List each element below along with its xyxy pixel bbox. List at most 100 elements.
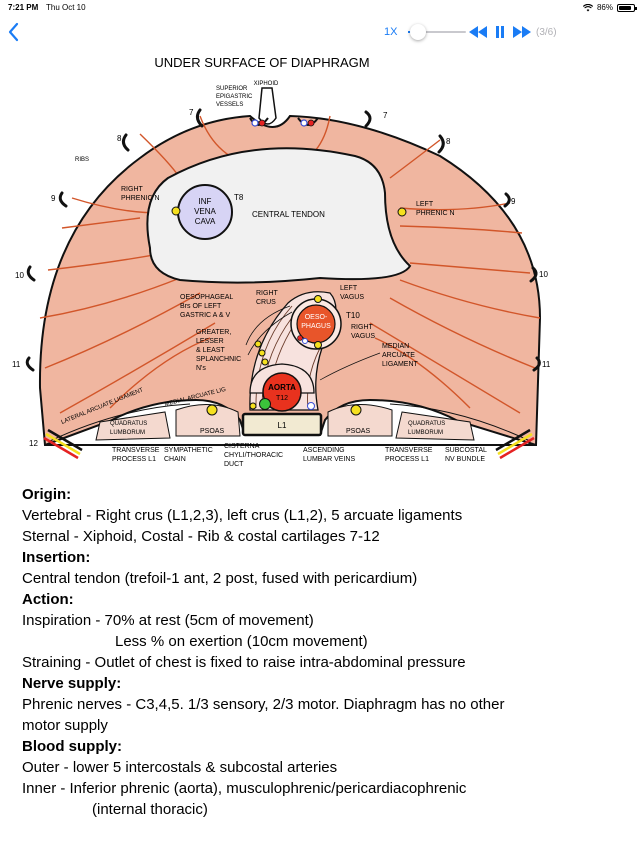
rib-number-8-right: 8 [446, 137, 451, 146]
aorta [262, 372, 302, 412]
central-tendon [146, 147, 412, 284]
label-ql-right-2: LUMBORUM [408, 430, 443, 436]
muscle-fibres [39, 115, 541, 414]
label-sup-epi-3: VESSELS [216, 102, 243, 108]
nerve-line-2: motor supply [22, 717, 108, 734]
splanchnic-nerve-low [249, 402, 257, 410]
psoas-left [175, 403, 241, 437]
label-tp-right-1: TRANSVERSE [385, 447, 433, 454]
battery-icon [617, 3, 637, 12]
sympathetic-ganglion-left [206, 404, 218, 416]
rewind-button[interactable] [468, 22, 488, 42]
heading-insertion: Insertion: [22, 549, 91, 566]
wifi-icon [582, 3, 593, 11]
playback-slider[interactable] [408, 22, 466, 42]
label-symp-2: CHAIN [164, 456, 186, 463]
rib-number-8-left: 8 [117, 134, 122, 143]
label-ivc-3: CAVA [195, 217, 216, 226]
label-oes-1: OESO- [305, 314, 328, 321]
label-median-1: MEDIAN [382, 343, 409, 350]
left-gastric-artery [297, 335, 303, 341]
slider-thumb[interactable] [410, 24, 427, 40]
right-phrenic-nerve [171, 206, 181, 216]
label-splanch-5: N's [196, 365, 206, 372]
label-right-vagus-1: RIGHT [351, 324, 374, 331]
label-cist-2: CHYLI/THORACIC [224, 452, 283, 459]
label-right-phrenic-2: PHRENIC N [121, 195, 160, 202]
blood-line-3: (internal thoracic) [92, 801, 208, 818]
psoas-right [327, 403, 393, 437]
label-splanch-2: LESSER [196, 338, 224, 345]
ascending-lumbar-vein [307, 402, 315, 410]
label-sup-epi-1: SUPERIOR [216, 86, 248, 92]
label-right-crus-2: CRUS [256, 299, 276, 306]
label-ql-left-1: QUADRATUS [110, 421, 147, 427]
label-left-phrenic-1: LEFT [416, 201, 434, 208]
status-date: Thu Oct 10 [46, 3, 86, 12]
sympathetic-ganglion-right [350, 404, 362, 416]
pause-button[interactable] [490, 22, 510, 42]
left-gastric-vein [302, 338, 308, 344]
label-aorta-2: T12 [276, 395, 288, 402]
rib-number-11-right: 11 [542, 360, 551, 369]
label-left-vagus-2: VAGUS [340, 294, 364, 301]
subcostal-nv-bundle-right [495, 428, 535, 460]
action-line-3: Straining - Outlet of chest is fixed to … [22, 654, 466, 671]
status-time: 7:21 PM [8, 3, 39, 12]
least-splanchnic-nerve [261, 358, 269, 366]
subcostal-nv-bundle-left [43, 428, 83, 460]
label-ivc-1: INF [199, 197, 212, 206]
sup-epi-artery-left [307, 119, 315, 127]
blood-line-1: Outer - lower 5 intercostals & subcostal… [22, 759, 338, 776]
rib-number-9-left: 9 [51, 194, 56, 203]
label-splanch-1: GREATER, [196, 329, 231, 336]
page-counter: (3/6) [536, 26, 557, 38]
rib-number-9-right: 9 [511, 197, 516, 206]
label-central-tendon: CENTRAL TENDON [252, 210, 325, 219]
status-right: 86% [582, 3, 637, 12]
label-oes-br-1: OESOPHAGEAL [180, 294, 233, 301]
xiphoid-process [258, 87, 277, 125]
nav-bar: 1X (3/6) [0, 16, 643, 48]
fast-forward-button[interactable] [512, 22, 532, 42]
label-subcostal-2: NV BUNDLE [445, 456, 485, 463]
diagram-title: UNDER SURFACE OF DIAPHRAGM [154, 55, 369, 70]
battery-percent: 86% [596, 3, 613, 12]
heading-nerve-supply: Nerve supply: [22, 675, 122, 692]
heading-action: Action: [22, 591, 74, 608]
heading-origin: Origin: [22, 486, 72, 503]
action-line-2: Less % on exertion (10cm movement) [115, 633, 368, 650]
rib-number-12-left: 12 [29, 439, 38, 448]
right-vagus-nerve [314, 341, 322, 349]
label-ivc-2: VENA [194, 207, 216, 216]
label-median-2: ARCUATE [382, 352, 415, 359]
label-ql-left-2: LUMBORUM [110, 430, 145, 436]
action-line-1: Inspiration - 70% at rest (5cm of moveme… [22, 612, 314, 629]
notes-text: Origin: Vertebral - Right crus (L1,2,3),… [22, 484, 622, 820]
left-vagus-nerve [314, 295, 322, 303]
rib-ends [25, 108, 541, 372]
label-sup-epi-2: EPIGASTRIC [216, 94, 253, 100]
label-left-vagus-1: LEFT [340, 285, 358, 292]
origin-line-2: Sternal - Xiphoid, Costal - Rib & costal… [22, 528, 380, 545]
label-psoas-left: PSOAS [200, 428, 224, 435]
audio-player: 1X (3/6) [384, 22, 557, 42]
lesser-splanchnic-nerve [258, 349, 266, 357]
greater-splanchnic-nerve [254, 340, 262, 348]
label-tp-left-1: TRANSVERSE [112, 447, 160, 454]
label-left-phrenic-2: PHRENIC N [416, 210, 455, 217]
label-cist-1: CISTERNA [224, 443, 260, 450]
label-psoas-right: PSOAS [346, 428, 370, 435]
quadratus-lumborum-left [95, 411, 171, 441]
sup-epi-vein-right [251, 119, 259, 127]
label-ql-right-1: QUADRATUS [408, 421, 445, 427]
back-chevron-icon[interactable] [6, 22, 22, 42]
label-l1: L1 [278, 421, 287, 430]
fast-forward-icon [513, 26, 531, 38]
label-t10: T10 [346, 311, 360, 320]
status-bar: 7:21 PM Thu Oct 10 86% [0, 0, 643, 16]
rib-number-11-left: 11 [12, 360, 21, 369]
label-asc-1: ASCENDING [303, 447, 345, 454]
label-oes-2: PHAGUS [301, 323, 331, 330]
playback-speed-button[interactable]: 1X [384, 26, 398, 38]
